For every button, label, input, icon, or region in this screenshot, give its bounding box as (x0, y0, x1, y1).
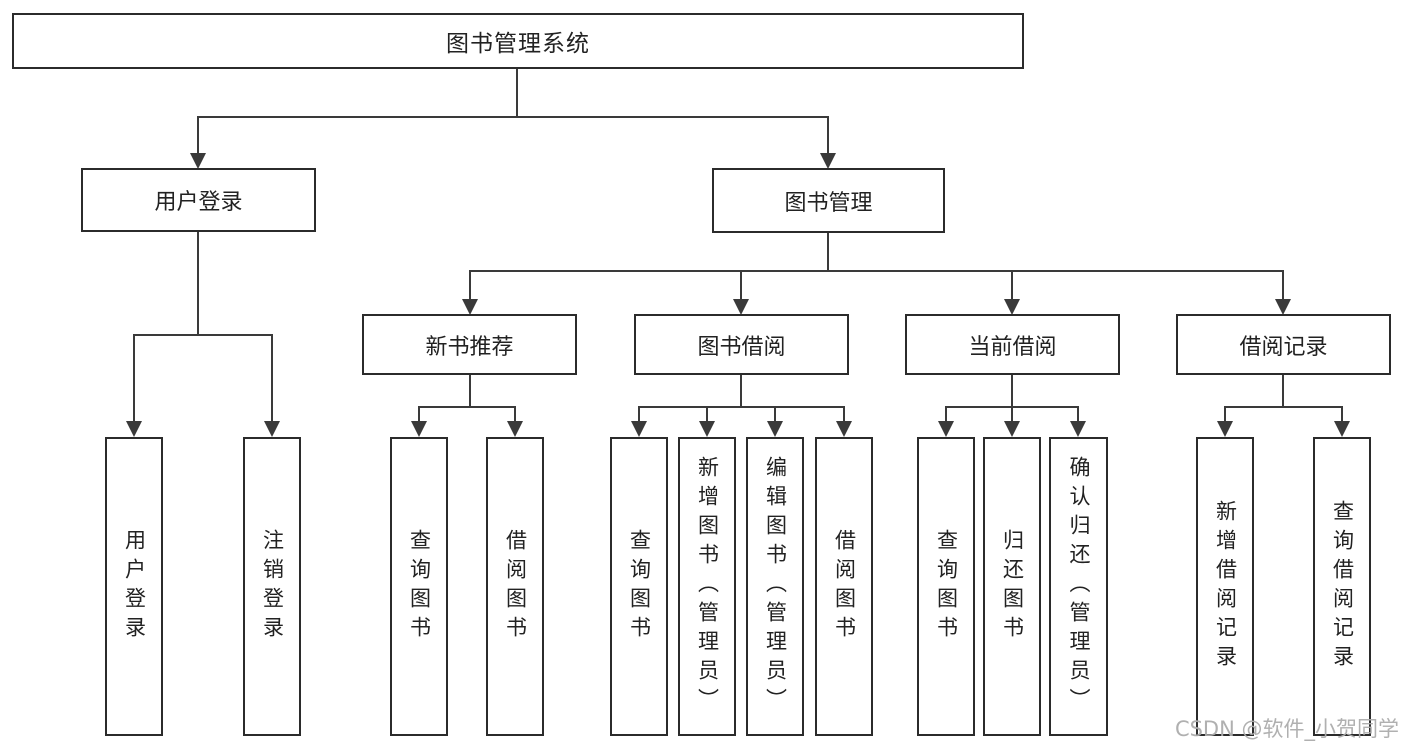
leaf-edit-book-admin: 编辑图书（管理员） (746, 437, 804, 736)
arrow-down-icon (264, 421, 280, 437)
node-library-management-system: 图书管理系统 (12, 13, 1024, 69)
leaf-logout: 注销登录 (243, 437, 301, 736)
connector-line (827, 233, 829, 272)
leaf-query-books-current: 查询图书 (917, 437, 975, 736)
connector-line (706, 406, 708, 422)
arrow-down-icon (1070, 421, 1086, 437)
arrow-down-icon (938, 421, 954, 437)
leaf-confirm-return-admin: 确认归还（管理员） (1049, 437, 1108, 736)
connector-line (1224, 406, 1226, 422)
connector-line (133, 334, 273, 336)
arrow-down-icon (631, 421, 647, 437)
arrow-down-icon (507, 421, 523, 437)
watermark: CSDN @软件_小贺同学 (1174, 717, 1399, 741)
connector-line (418, 406, 516, 408)
arrow-down-icon (190, 153, 206, 169)
connector-line (469, 270, 1284, 272)
leaf-add-borrow-record: 新增借阅记录 (1196, 437, 1254, 736)
arrow-down-icon (462, 299, 478, 315)
connector-line (418, 406, 420, 422)
leaf-query-books-borrowing: 查询图书 (610, 437, 668, 736)
arrow-down-icon (1217, 421, 1233, 437)
connector-line (197, 116, 829, 118)
node-book-management: 图书管理 (712, 168, 945, 233)
connector-line (516, 69, 518, 118)
arrow-down-icon (1275, 299, 1291, 315)
leaf-return-book: 归还图书 (983, 437, 1041, 736)
connector-line (740, 375, 742, 408)
arrow-down-icon (836, 421, 852, 437)
node-user-login: 用户登录 (81, 168, 316, 232)
connector-line (638, 406, 845, 408)
connector-line (1282, 270, 1284, 300)
arrow-down-icon (411, 421, 427, 437)
arrow-down-icon (1004, 421, 1020, 437)
arrow-down-icon (820, 153, 836, 169)
leaf-add-book-admin: 新增图书（管理员） (678, 437, 736, 736)
connector-line (514, 406, 516, 422)
leaf-query-borrow-record: 查询借阅记录 (1313, 437, 1371, 736)
connector-line (469, 375, 471, 408)
connector-line (1011, 270, 1013, 300)
leaf-user-login: 用户登录 (105, 437, 163, 736)
node-new-book-recommendation: 新书推荐 (362, 314, 577, 375)
arrow-down-icon (126, 421, 142, 437)
arrow-down-icon (767, 421, 783, 437)
arrow-down-icon (1334, 421, 1350, 437)
connector-line (1011, 406, 1013, 422)
connector-line (740, 270, 742, 300)
connector-line (1224, 406, 1343, 408)
connector-line (1011, 375, 1013, 408)
connector-line (638, 406, 640, 422)
connector-line (197, 116, 199, 154)
connector-line (469, 270, 471, 300)
leaf-borrow-books-recommend: 借阅图书 (486, 437, 544, 736)
connector-line (1282, 375, 1284, 408)
arrow-down-icon (733, 299, 749, 315)
connector-line (774, 406, 776, 422)
leaf-borrow-books-borrowing: 借阅图书 (815, 437, 873, 736)
arrow-down-icon (1004, 299, 1020, 315)
node-borrowing-records: 借阅记录 (1176, 314, 1391, 375)
connector-line (1341, 406, 1343, 422)
leaf-query-books-recommend: 查询图书 (390, 437, 448, 736)
node-current-borrowing: 当前借阅 (905, 314, 1120, 375)
connector-line (1077, 406, 1079, 422)
connector-line (271, 334, 273, 422)
connector-line (133, 334, 135, 422)
node-book-borrowing: 图书借阅 (634, 314, 849, 375)
connector-line (827, 116, 829, 154)
connector-line (843, 406, 845, 422)
connector-line (945, 406, 947, 422)
arrow-down-icon (699, 421, 715, 437)
connector-line (197, 232, 199, 336)
